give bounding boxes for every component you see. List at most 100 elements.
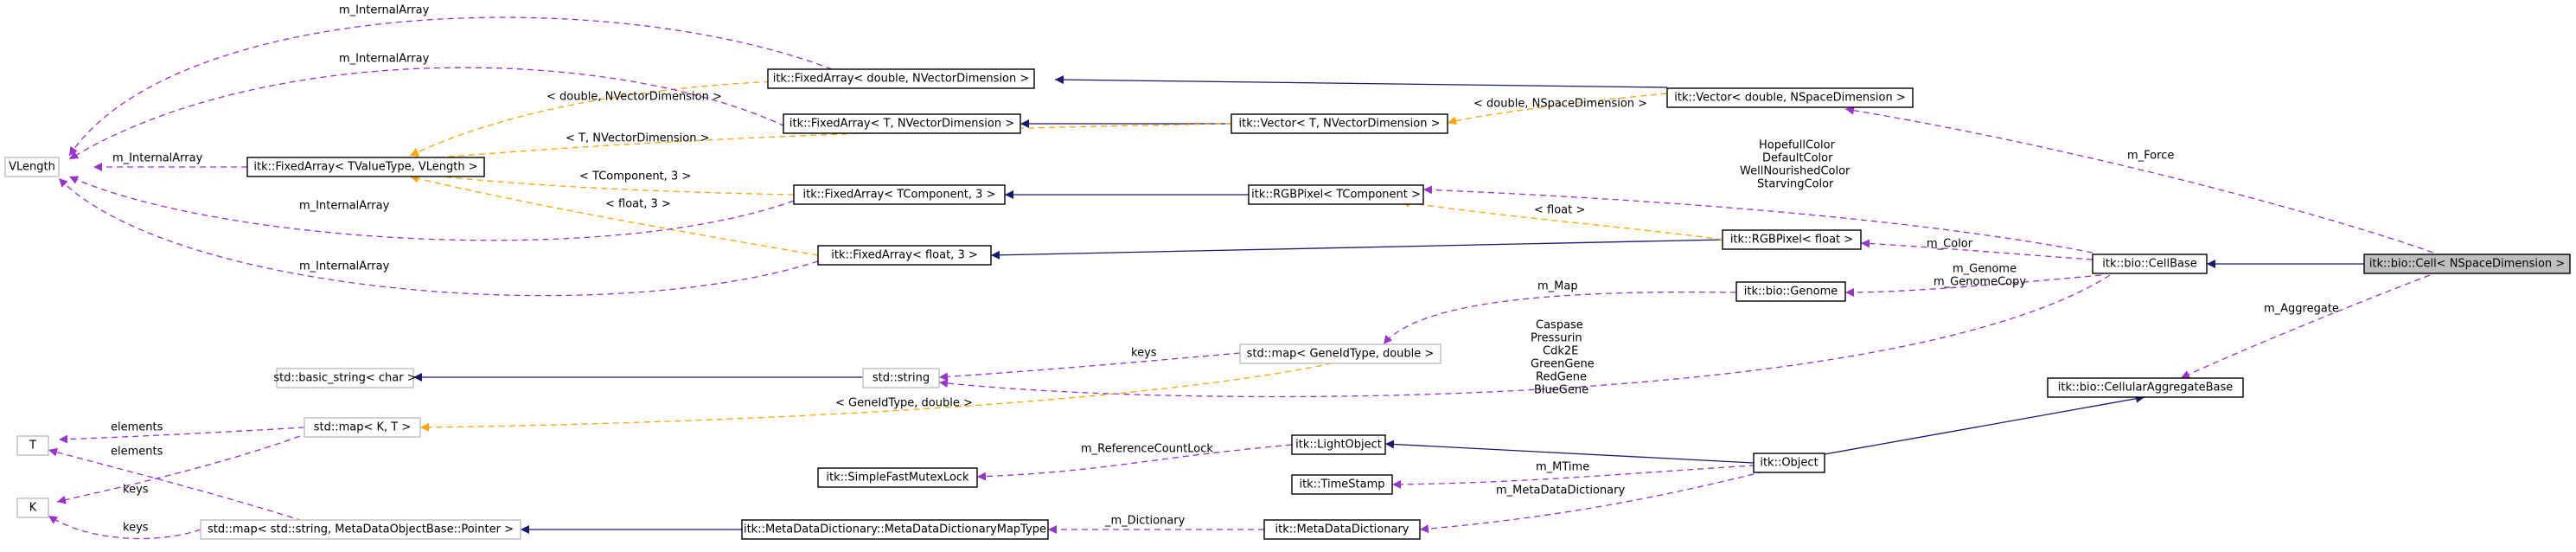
node-fixedarray-t-nvector[interactable]: itk::FixedArray< T, NVectorDimension >: [783, 113, 1021, 134]
node-rgbpixel-tcomponent[interactable]: itk::RGBPixel< TComponent >: [1248, 184, 1424, 205]
node-light-object[interactable]: itk::LightObject: [1291, 434, 1386, 455]
edge-m-map: [1383, 291, 1737, 345]
label-float: < float >: [1534, 204, 1585, 217]
edge-elements-1: [58, 427, 305, 444]
edge-m-aggregate: [2180, 274, 2431, 379]
nodes: VLength itk::FixedArray< double, NVector…: [4, 68, 2571, 540]
edge-template-float: [1400, 198, 1723, 241]
label-internal-array-3: m_InternalArray: [112, 152, 203, 165]
node-vector-double-nspace-label: itk::Vector< double, NSpaceDimension >: [1674, 92, 1905, 105]
node-object[interactable]: itk::Object: [1753, 453, 1825, 473]
edge-template-geneidtype-double: [419, 363, 1333, 432]
label-genome-name-1: m_Genome: [1953, 263, 2017, 276]
node-fixedarray-tcomponent-3-label: itk::FixedArray< TComponent, 3 >: [803, 189, 996, 202]
label-gene-name-6: BlueGene: [1534, 384, 1588, 397]
node-metadata-dictionary-label: itk::MetaDataDictionary: [1275, 523, 1409, 536]
node-genome[interactable]: itk::bio::Genome: [1735, 281, 1846, 302]
label-m-color: m_Color: [1927, 238, 1973, 251]
node-map-geneidtype[interactable]: std::map< GeneIdType, double >: [1239, 343, 1441, 364]
label-m-map: m_Map: [1537, 280, 1578, 293]
label-double-nspace: < double, NSpaceDimension >: [1473, 98, 1647, 111]
node-mutex-lock-label: itk::SimpleFastMutexLock: [826, 472, 969, 485]
label-internal-array-2: m_InternalArray: [339, 53, 430, 66]
node-metadata-dictionary-maptype[interactable]: itk::MetaDataDictionary::MetaDataDiction…: [741, 519, 1049, 540]
edge-m-metadatadictionary: [1419, 471, 1765, 534]
edge-elements-2: [48, 447, 304, 522]
node-cellular-aggregate-label: itk::bio::CellularAggregateBase: [2058, 382, 2233, 395]
label-internal-array-5: m_InternalArray: [299, 260, 390, 273]
label-tcomponent-3: < TComponent, 3 >: [579, 170, 691, 183]
node-basic-string-label: std::basic_string< char >: [273, 372, 416, 385]
edge-colors: [1422, 185, 2093, 254]
node-map-k-t-label: std::map< K, T >: [314, 421, 412, 434]
node-cellular-aggregate[interactable]: itk::bio::CellularAggregateBase: [2047, 377, 2244, 398]
label-internal-array-1: m_InternalArray: [339, 4, 430, 17]
label-color-name-3: WellNourishedColor: [1740, 165, 1851, 178]
node-vlength[interactable]: VLength: [4, 157, 60, 177]
node-fixedarray-tcomponent-3[interactable]: itk::FixedArray< TComponent, 3 >: [793, 184, 1006, 205]
edge-m-mtime: [1391, 462, 1798, 489]
node-fixedarray-tvaluetype-vlength-label: itk::FixedArray< TValueType, VLength >: [253, 161, 477, 174]
edge-lightobject-to-object: [1384, 440, 1755, 464]
node-k-param-label: K: [29, 502, 37, 515]
node-std-string[interactable]: std::string: [862, 368, 940, 388]
node-vector-double-nspace[interactable]: itk::Vector< double, NSpaceDimension >: [1666, 87, 1914, 108]
node-timestamp[interactable]: itk::TimeStamp: [1291, 474, 1393, 495]
node-cell[interactable]: itk::bio::Cell< NSpaceDimension >: [2363, 254, 2571, 274]
edge-fixedarray-float-to-rgbpixel-float: [990, 239, 1723, 260]
node-fixedarray-tvaluetype-vlength[interactable]: itk::FixedArray< TValueType, VLength >: [246, 157, 485, 177]
label-m-referencecountlock: m_ReferenceCountLock: [1081, 443, 1213, 456]
label-gene-name-4: GreenGene: [1531, 358, 1595, 371]
edge-template-double-nspace: [1447, 93, 1668, 125]
label-color-name-1: HopefullColor: [1759, 139, 1836, 152]
node-map-geneidtype-label: std::map< GeneIdType, double >: [1247, 348, 1435, 361]
label-m-mtime: m_MTime: [1536, 461, 1589, 474]
node-cell-label: itk::bio::Cell< NSpaceDimension >: [2369, 258, 2565, 271]
label-color-name-2: DefaultColor: [1762, 152, 1833, 165]
edge-internal-array-1: [68, 16, 833, 157]
edge-m-referencecountlock: [976, 444, 1293, 481]
node-mutex-lock[interactable]: itk::SimpleFastMutexLock: [817, 467, 978, 488]
node-fixedarray-t-nvector-label: itk::FixedArray< T, NVectorDimension >: [789, 118, 1014, 131]
label-m-force: m_Force: [2127, 150, 2174, 163]
edge-keys-k-1: [56, 432, 310, 504]
edges: [48, 16, 2444, 540]
node-rgbpixel-float[interactable]: itk::RGBPixel< float >: [1722, 229, 1862, 250]
node-timestamp-label: itk::TimeStamp: [1299, 478, 1384, 491]
node-vector-t-nvector[interactable]: itk::Vector< T, NVectorDimension >: [1230, 113, 1448, 134]
edge-object-to-cellular-aggregate: [1824, 394, 2145, 455]
edge-internal-array-2: [68, 67, 786, 160]
label-float-3: < float, 3 >: [605, 198, 671, 211]
node-std-string-label: std::string: [873, 372, 930, 385]
node-fixedarray-double-nvector[interactable]: itk::FixedArray< double, NVectorDimensio…: [767, 68, 1035, 89]
node-rgbpixel-tcomponent-label: itk::RGBPixel< TComponent >: [1251, 189, 1421, 202]
node-cellbase[interactable]: itk::bio::CellBase: [2092, 254, 2208, 274]
edge-genes: [938, 274, 2111, 398]
node-metadata-dictionary[interactable]: itk::MetaDataDictionary: [1263, 519, 1421, 540]
node-fixedarray-float-3[interactable]: itk::FixedArray< float, 3 >: [817, 245, 992, 266]
edge-m-color: [1860, 239, 2093, 260]
node-map-k-t[interactable]: std::map< K, T >: [304, 417, 421, 438]
node-object-label: itk::Object: [1760, 457, 1818, 470]
label-double-nvector: < double, NVectorDimension >: [547, 91, 722, 104]
label-internal-array-4: m_InternalArray: [299, 200, 390, 213]
edge-template-float-3: [409, 174, 819, 256]
label-gene-name-5: RedGene: [1536, 371, 1587, 384]
node-map-metadata-pointer[interactable]: std::map< std::string, MetaDataObjectBas…: [200, 519, 521, 540]
edge-template-double-nvector: [409, 79, 833, 157]
node-fixedarray-double-nvector-label: itk::FixedArray< double, NVectorDimensio…: [773, 73, 1030, 86]
node-basic-string[interactable]: std::basic_string< char >: [273, 368, 417, 388]
node-rgbpixel-float-label: itk::RGBPixel< float >: [1730, 234, 1853, 247]
label-genome-name-2: m_GenomeCopy: [1934, 276, 2026, 289]
edge-labels: m_InternalArray m_InternalArray m_Intern…: [111, 4, 2339, 535]
node-metadata-dictionary-maptype-label: itk::MetaDataDictionary::MetaDataDiction…: [744, 523, 1046, 536]
label-keys-k-2: keys: [123, 522, 149, 535]
node-t-param[interactable]: T: [16, 435, 49, 456]
edge-m-genome: [1844, 274, 2102, 297]
edge-template-tcomponent-3: [409, 170, 795, 196]
node-k-param[interactable]: K: [16, 497, 49, 518]
node-fixedarray-float-3-label: itk::FixedArray< float, 3 >: [831, 249, 978, 262]
edge-fixedarray-double-to-vector-double: [1054, 75, 1668, 88]
label-keys-string: keys: [1131, 347, 1157, 360]
